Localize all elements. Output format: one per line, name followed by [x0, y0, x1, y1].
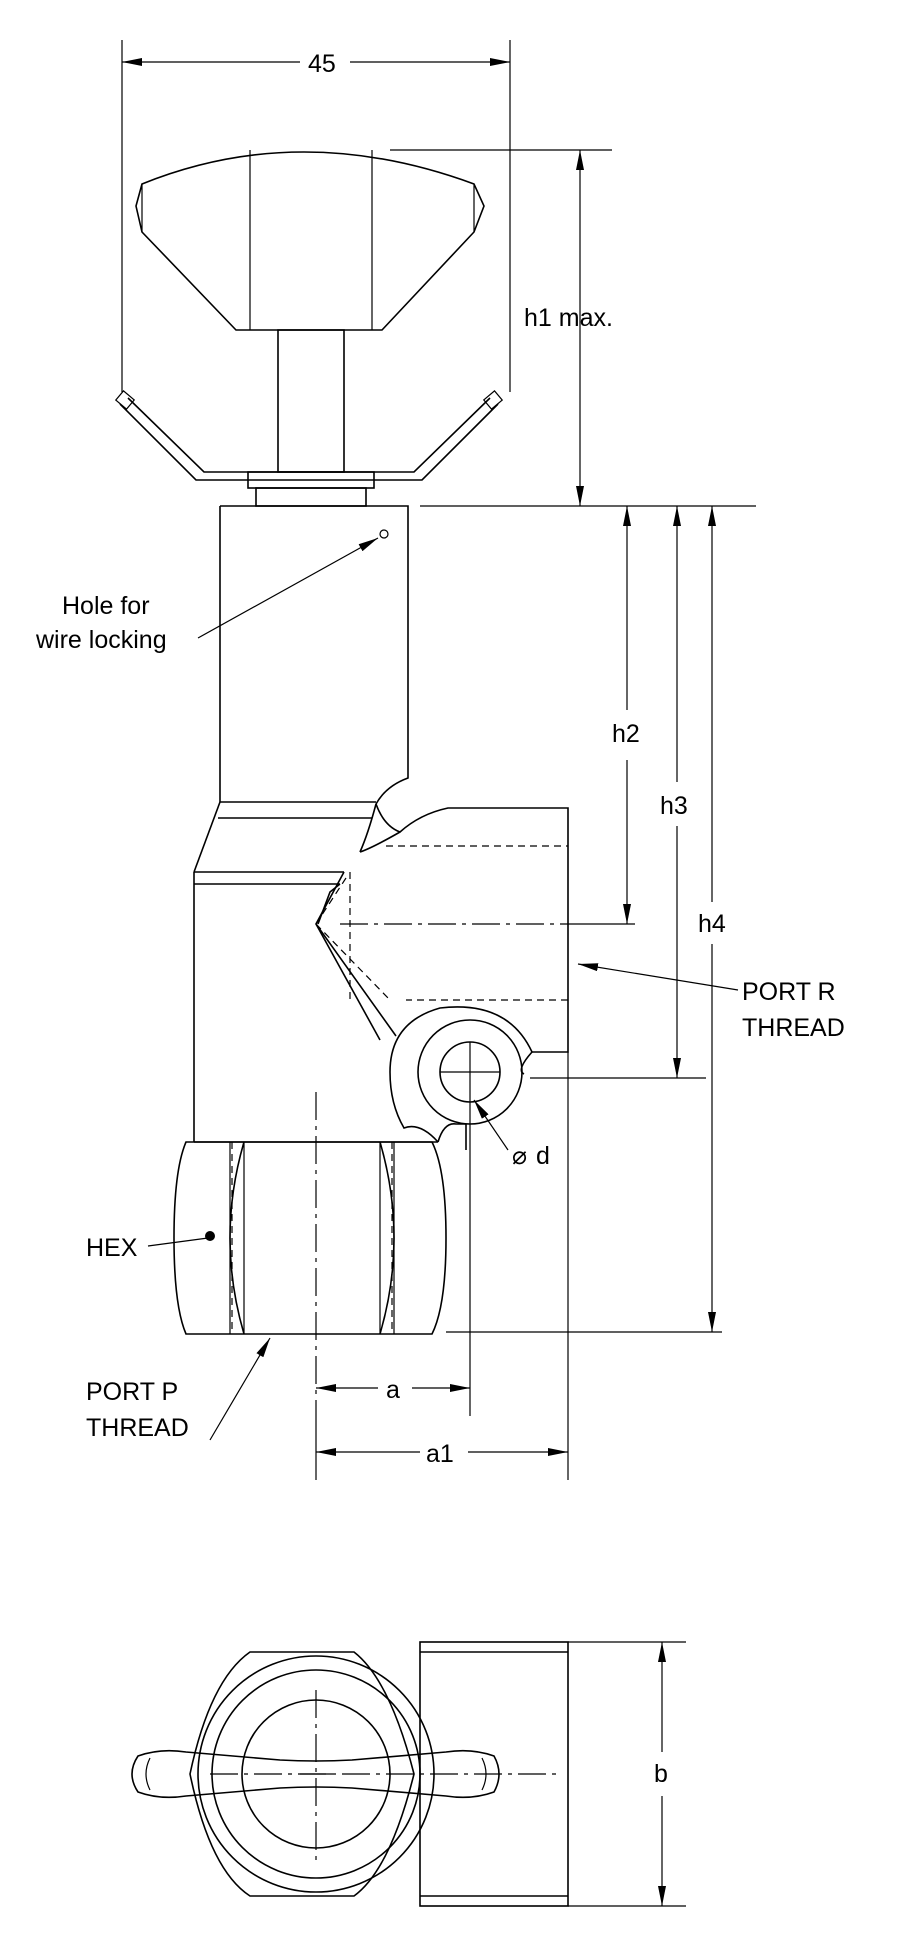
callout-port-p: PORT P THREAD: [86, 1337, 271, 1442]
dim-h4-label: h4: [698, 910, 726, 938]
callout-hole: Hole for wire locking: [35, 537, 379, 654]
hex-label: HEX: [86, 1234, 138, 1262]
hole-label-line2: wire locking: [35, 626, 167, 654]
dim-d-label: d: [536, 1142, 550, 1170]
dim-b: b: [568, 1641, 686, 1907]
t-handle: [114, 150, 504, 507]
top-view: b: [131, 1641, 686, 1907]
dim-h1-label: h1 max.: [524, 304, 613, 332]
port-r-line2: THREAD: [742, 1014, 845, 1042]
dim-h1: h1 max.: [390, 149, 756, 507]
callout-hex: HEX: [86, 1234, 209, 1262]
dim-a-label: a: [386, 1376, 400, 1404]
dim-h3: h3: [530, 506, 706, 1079]
callout-port-r: PORT R THREAD: [577, 963, 845, 1042]
hole-label-line1: Hole for: [62, 592, 150, 620]
port-r-line1: PORT R: [742, 978, 836, 1006]
dim-45: 45: [121, 40, 511, 392]
dim-h3-label: h3: [660, 792, 688, 820]
dim-h2: h2: [580, 506, 640, 925]
dim-a1-label: a1: [426, 1440, 454, 1468]
dim-h4: h4: [446, 506, 726, 1333]
dim-45-label: 45: [308, 50, 336, 78]
front-view: 45 h1 max. h2 h3 h4: [35, 40, 845, 1480]
body: [173, 505, 580, 1400]
diameter-symbol: ⌀: [512, 1142, 527, 1170]
dim-a: a: [315, 1102, 471, 1480]
dim-b-label: b: [654, 1760, 668, 1788]
dim-d: ⌀ d: [473, 1099, 550, 1170]
dim-h2-label: h2: [612, 720, 640, 748]
dim-a1: a1: [316, 1052, 569, 1480]
port-p-line2: THREAD: [86, 1414, 189, 1442]
port-p-line1: PORT P: [86, 1378, 178, 1406]
